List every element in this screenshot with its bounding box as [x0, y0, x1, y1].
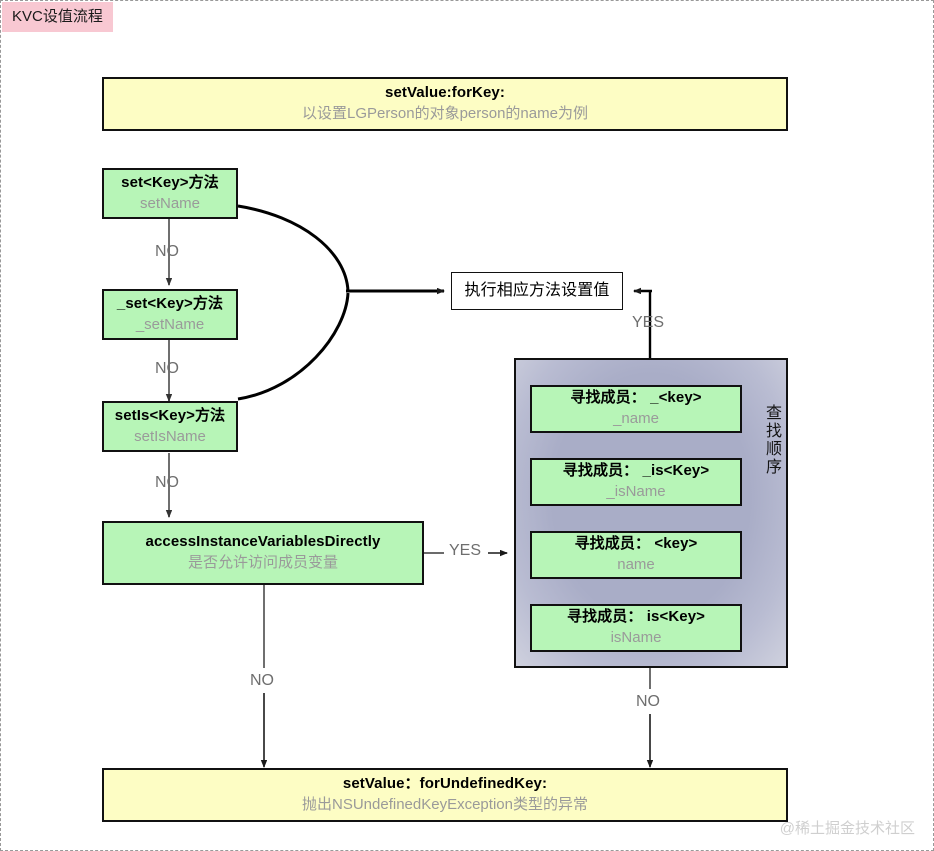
node-title: 寻找成员： _<key> [570, 389, 702, 407]
node-title: set<Key>方法 [121, 173, 219, 191]
edge-label-no-1: NO [155, 243, 179, 260]
search-order-label: 查 找 顺 序 [763, 405, 785, 477]
search-order-char: 查 [765, 405, 782, 422]
search-order-char: 找 [765, 422, 782, 440]
node-setvalue-forkey: setValue:forKey: 以设置LGPerson的对象person的na… [102, 77, 788, 131]
node-setvalue-forundefinedkey: setValue：forUndefinedKey: 抛出NSUndefinedK… [102, 768, 788, 822]
node-underscore-set-key-method: _set<Key>方法 _setName [102, 289, 238, 340]
node-title: 寻找成员： <key> [574, 535, 698, 553]
node-subtitle: _name [613, 410, 659, 427]
node-subtitle: name [617, 556, 655, 573]
edge-label-yes-access: YES [449, 542, 482, 559]
node-title: _set<Key>方法 [116, 294, 224, 312]
node-subtitle: setName [139, 194, 201, 212]
node-execute-method: 执行相应方法设置值 [451, 272, 623, 310]
edge-label-no-access: NO [250, 672, 274, 689]
edge-label-no-2: NO [155, 360, 179, 377]
node-subtitle: _setName [135, 315, 205, 333]
node-subtitle: setIsName [134, 427, 206, 445]
search-order-char: 顺 [765, 440, 782, 458]
edge-label-no-ivar: NO [636, 693, 660, 710]
node-ivar-underscore-key: 寻找成员： _<key> _name [530, 385, 742, 433]
node-title: 寻找成员： is<Key> [566, 608, 705, 626]
node-title: accessInstanceVariablesDirectly [145, 533, 381, 551]
node-subtitle: 是否允许访问成员变量 [187, 554, 338, 571]
node-ivar-key: 寻找成员： <key> name [530, 531, 742, 579]
node-title: 寻找成员： _is<Key> [562, 462, 710, 480]
node-set-is-key-method: setIs<Key>方法 setIsName [102, 401, 238, 452]
node-subtitle: 抛出NSUndefinedKeyException类型的异常 [302, 796, 588, 813]
node-ivar-underscore-is-key: 寻找成员： _is<Key> _isName [530, 458, 742, 506]
node-title: setValue：forUndefinedKey: [342, 775, 548, 793]
node-set-key-method: set<Key>方法 setName [102, 168, 238, 219]
node-subtitle: isName [610, 629, 662, 646]
node-title: setIs<Key>方法 [114, 406, 226, 424]
node-title: setValue:forKey: [385, 84, 505, 102]
node-ivar-is-key: 寻找成员： is<Key> isName [530, 604, 742, 652]
diagram-title-badge: KVC设值流程 [2, 2, 113, 32]
edge-label-no-3: NO [155, 474, 179, 491]
node-subtitle: _isName [606, 483, 666, 500]
edge-label-yes-ivar: YES [632, 314, 665, 331]
node-title: 执行相应方法设置值 [464, 282, 610, 299]
node-access-instance-variables-directly: accessInstanceVariablesDirectly 是否允许访问成员… [102, 521, 424, 585]
node-subtitle: 以设置LGPerson的对象person的name为例 [302, 105, 588, 122]
watermark: @稀土掘金技术社区 [779, 820, 915, 837]
search-order-char: 序 [765, 458, 782, 476]
